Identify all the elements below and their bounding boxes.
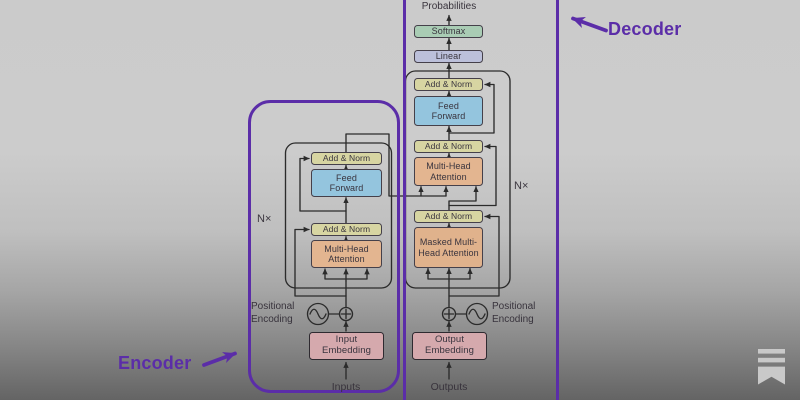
encoder-highlight-box (248, 100, 400, 393)
positional-encoding-label: Positional Encoding (492, 301, 536, 325)
positional-encoding-sine-icon (306, 302, 330, 326)
output-embedding-box: Output Embedding (412, 332, 487, 360)
feed-forward-box: Feed Forward (311, 169, 382, 197)
n-times-label: N× (257, 213, 272, 225)
softmax-box: Softmax (414, 25, 483, 38)
inputs-label: Inputs (331, 381, 361, 393)
decoder-annotation-label: Decoder (608, 19, 682, 39)
encoder-flow-lines (294, 133, 449, 380)
decoder-annotation-arrow (571, 16, 608, 33)
multi-head-attention-box: Multi-Head Attention (414, 157, 483, 186)
multi-head-attention-box: Multi-Head Attention (311, 240, 382, 268)
encoder-annotation-arrow (202, 351, 237, 367)
annotation-overlays (202, 0, 608, 400)
feed-forward-box: Feed Forward (414, 96, 483, 126)
add-norm-box: Add & Norm (414, 78, 483, 91)
decoder-highlight-box (403, 0, 559, 400)
add-icon (338, 306, 354, 322)
positional-encoding-label: Positional Encoding (251, 301, 295, 325)
input-embedding-box: Input Embedding (309, 332, 384, 360)
add-norm-box: Add & Norm (414, 210, 483, 223)
add-norm-box: Add & Norm (311, 152, 382, 165)
outputs-label: Outputs (430, 381, 468, 393)
figure-flow-lines (284, 14, 511, 380)
decoder-flow-lines (425, 14, 500, 380)
add-icon (441, 306, 457, 322)
positional-encoding-sine-icon (465, 302, 489, 326)
probabilities-label: Probabilities (421, 1, 477, 12)
encoder-layer-outline (284, 142, 393, 289)
masked-multi-head-attention-box: Masked Multi-Head Attention (414, 227, 483, 268)
linear-box: Linear (414, 50, 483, 63)
substack-logo-icon[interactable] (758, 349, 785, 385)
encoder-annotation-label: Encoder (118, 353, 192, 373)
add-norm-box: Add & Norm (311, 223, 382, 236)
add-norm-box: Add & Norm (414, 140, 483, 153)
n-times-label: N× (514, 180, 529, 192)
